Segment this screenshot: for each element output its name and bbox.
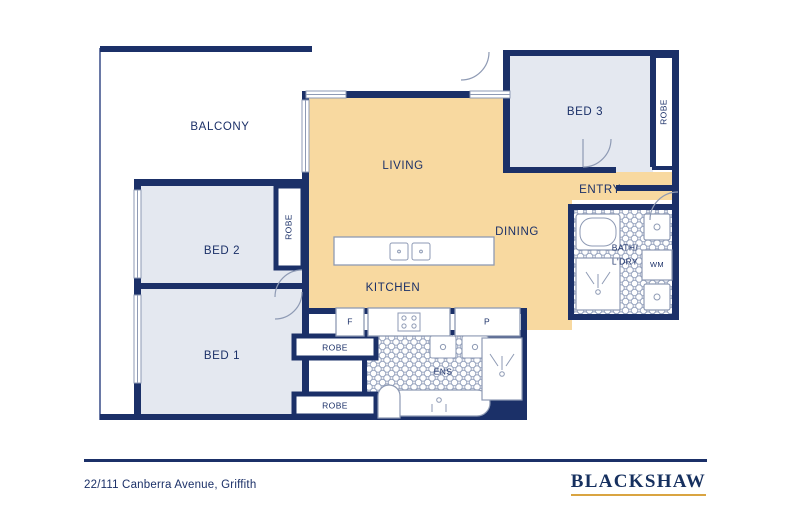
wall-entry-top [616,185,678,191]
robe-bed2: ROBE [273,183,306,271]
door-bed2 [274,269,303,298]
pantry: P [454,307,521,337]
room-label-bed1: BED 1 [204,350,240,362]
pantry-label: P [484,316,490,326]
ens-bathtub [387,389,491,417]
window-bed2 [133,189,142,279]
room-fill-bed3 [508,55,653,172]
wall-living-top [302,91,510,98]
cooktop [397,312,421,332]
toilet [643,283,671,311]
robe-low-label: ROBE [322,400,348,410]
wall-bed-right [302,179,309,420]
wall-entry-right [672,190,679,320]
wall-robe3-top [650,50,679,56]
wall-bath-top [568,204,678,210]
room-label-bed2: BED 2 [204,245,240,257]
room-label-bed3: BED 3 [567,106,603,118]
basin [643,213,671,241]
room-label-balcony: BALCONY [190,121,249,133]
window-living-top-right [469,90,511,99]
bath-ldry-fixtures: WM [575,213,673,311]
room-labels: BALCONY BED 2 BED 1 BED 3 LIVING DINING … [190,106,638,376]
wall-balcony-top [100,46,312,52]
window-living-balcony [301,99,310,173]
wall-bed3-bottom [503,167,616,173]
robes: ROBE ROBE ROBE ROBE [273,54,676,419]
bathtub [575,213,621,251]
room-label-dining: DINING [495,226,539,238]
wall-bottom-outer-2 [305,414,527,420]
brand-name: BLACKSHAW [570,471,706,492]
robe-bed2-label: ROBE [283,214,293,240]
room-label-bath-ldry-line2: L'DRY [612,256,638,266]
wall-bottom-outer [100,414,312,420]
wall-ens-left [362,330,367,420]
room-label-bath-ldry: BATH/ [612,242,639,252]
fridge-label: F [347,316,353,326]
wall-bed3-left [503,50,510,173]
room-label-entry: ENTRY [579,184,621,196]
wall-ens-right [521,308,527,420]
cooktop-bench [367,307,451,337]
washing-machine: WM [641,249,673,281]
fridge: F [335,307,365,337]
wall-bed1-bed2-divider [134,283,309,289]
robe-bed3-label: ROBE [658,99,668,125]
window-living-top-left [305,90,347,99]
room-label-ens: ENS [434,366,453,376]
room-label-living: LIVING [382,160,423,172]
door-front-entry [649,191,679,221]
kitchen-fixtures: F P [333,236,521,337]
ens-fixtures [377,335,523,419]
wall-bath-bottom [568,314,678,320]
window-bed1 [133,294,142,384]
ens-basin-left [429,335,457,359]
wall-bath-left [568,204,574,320]
wall-bed3-top [503,50,661,56]
floor-plan-drawing: ROBE ROBE ROBE ROBE [99,46,679,420]
robe-mid: ROBE [291,333,379,361]
door-balcony-living [460,51,490,81]
door-bed3 [582,138,612,168]
kitchen-island [333,236,495,266]
robe-mid-label: ROBE [322,342,348,352]
door-bed1 [274,291,303,320]
room-label-kitchen: KITCHEN [366,282,421,294]
double-sink [389,242,431,261]
room-fill-living-dining-kitchen [305,95,678,330]
footer: 22/111 Canberra Avenue, Griffith BLACKSH… [0,455,790,527]
ens-toilet [377,384,401,419]
footer-divider [84,459,707,462]
brand-logo: BLACKSHAW [570,471,706,496]
washing-machine-label: WM [650,260,664,269]
property-address: 22/111 Canberra Avenue, Griffith [84,479,257,491]
robe-bed3: ROBE [652,54,676,170]
brand-accent-rule [570,494,706,496]
shower [575,257,621,311]
ens-shower [481,337,523,401]
wall-bed2-top [134,179,309,186]
robe-low: ROBE [291,391,379,419]
room-fill-balcony [100,48,310,190]
room-fill-bed1 [140,287,305,420]
windows [133,90,511,384]
door-swings [274,51,679,320]
